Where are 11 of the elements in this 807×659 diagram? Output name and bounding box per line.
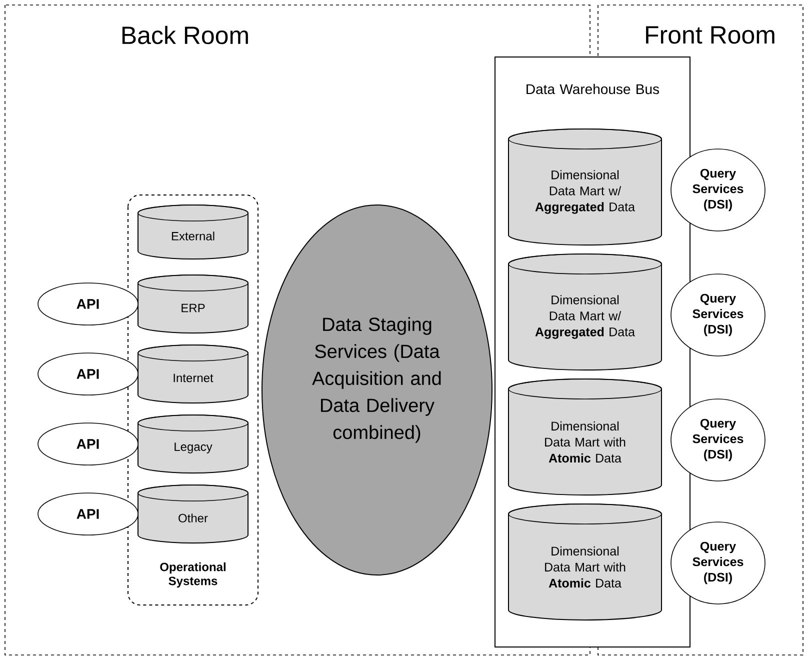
region-title: Back Room xyxy=(122,26,248,44)
database-cylinder: External xyxy=(138,204,248,260)
database-cylinder: Internet xyxy=(138,344,248,404)
database-cylinder: Dimensional Data Mart w/ Aggregated Data xyxy=(508,254,662,370)
database-cylinder: ERP xyxy=(138,274,248,334)
database-cylinder: Dimensional Data Mart w/ Aggregated Data xyxy=(508,128,662,246)
database-cylinder: Other xyxy=(138,484,248,544)
database-cylinder: Dimensional Data Mart with Atomic Data xyxy=(508,378,662,496)
region-title: Front Room xyxy=(646,26,774,44)
database-cylinder: Dimensional Data Mart with Atomic Data xyxy=(508,503,662,620)
database-cylinder: Legacy xyxy=(138,414,248,474)
